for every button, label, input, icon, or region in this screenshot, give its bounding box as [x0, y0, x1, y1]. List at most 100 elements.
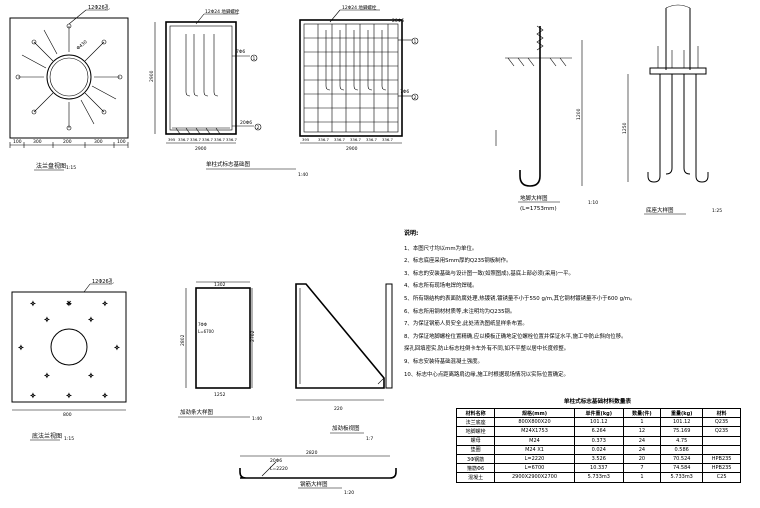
anchor-bolt-view: 1200 地脚大样图 (L=1753mm) 1:10 — [495, 25, 598, 212]
rebar-detail-scale: 1:20 — [344, 490, 354, 496]
note-9: 9、标志安装待基础混凝土强度。 — [404, 358, 483, 365]
svg-text:✧: ✧ — [30, 300, 36, 308]
table-header-cell: 重量(kg) — [660, 407, 704, 419]
note-10: 10、标志中心点距离路肩边缘,施工时根据现场情况以实际位置确定。 — [404, 371, 569, 378]
foundation-scale: 1:40 — [298, 172, 308, 178]
flange-top-rebar-note: 12Φ26孔 — [88, 4, 110, 11]
foundation-plan-total: 2900 — [346, 146, 358, 152]
table-cell: 74.584 — [660, 463, 704, 474]
table-cell: 3.526 — [573, 453, 624, 465]
notes-block: 说明: 1、本图尺寸均以mm为单位。 2、标志底座采用Smm厚的Q235钢板制作… — [404, 228, 704, 381]
table-cell: M24 — [494, 435, 575, 446]
table-cell: M24 X1 — [494, 444, 575, 455]
foundation-section-dim-3: 336.7 — [190, 137, 201, 142]
table-header-row: 材料名称 规格(mm) 单件重(kg) 数量(件) 重量(kg) 材料 — [455, 407, 741, 419]
stiffener-side-scale: 1:7 — [366, 436, 373, 442]
foundation-section-rebar-top: 12Φ24 地脚螺栓 — [205, 8, 240, 15]
svg-text:✧: ✧ — [44, 316, 50, 324]
stiffener-side-bottom: 220 — [334, 406, 343, 412]
table-cell: 地脚螺栓 — [455, 426, 496, 437]
table-cell: 10.337 — [573, 463, 624, 474]
foundation-title: 单柱式标志基础图 — [206, 160, 251, 168]
stiffener-side-title: 加劲板视图 — [332, 424, 360, 432]
note-8b: 探孔回填密实,防止标志柱倒卡车外有不同,如不平整以居中长度修整。 — [404, 346, 570, 353]
table-cell: 20 — [622, 453, 662, 465]
svg-text:✧: ✧ — [88, 316, 94, 324]
stiffener-front-label2: L=6700 — [198, 329, 214, 334]
table-cell: 75.169 — [660, 426, 704, 437]
foundation-plan-rebar-top: 12Φ24 地脚螺栓 — [342, 4, 377, 11]
foundation-section-dim-5: 336.7 — [214, 137, 225, 142]
note-1: 1、本图尺寸均以mm为单位。 — [404, 245, 478, 252]
table-cell: 800X800X20 — [494, 417, 575, 428]
table-title: 单柱式标志基础材料数量表 — [563, 399, 632, 405]
table-cell: 法兰底座 — [455, 417, 496, 428]
anchor-bolt-dim: 1200 — [576, 108, 582, 120]
stiffener-front-scale: 1:40 — [252, 416, 262, 422]
note-8: 8、为保证地脚螺栓位置精确,应以模板正确地定位螺栓位置并保证水平,施工中防止斜向… — [404, 333, 627, 340]
table-cell: 螺母 — [455, 435, 496, 446]
table-cell: HPB235 — [702, 463, 741, 474]
flange-top-scale: 1:15 — [66, 165, 76, 171]
foundation-plan-label-2: 7Φ6 — [400, 89, 409, 95]
stiffener-front-height-2: 2702 — [250, 330, 256, 342]
flange-top-dim-4: 300 — [94, 139, 103, 145]
table-cell: 24 — [622, 435, 662, 446]
table-cell: L=2220 — [494, 453, 575, 465]
svg-text:✧: ✧ — [102, 300, 108, 308]
flange-top-dim-5: 100 — [117, 139, 126, 145]
stiffener-front-view: 1302 2802 1252 7ΦΦ L=6700 2702 加劲条大样图 1:… — [178, 281, 262, 422]
foundation-section-dim-2: 336.7 — [178, 137, 189, 142]
flange-top-dim-3: 200 — [63, 139, 72, 145]
flange-top-diameter: Φ430 — [75, 39, 88, 51]
foundation-section-label-2: 20Φ6 — [240, 120, 252, 126]
stiffener-side-view: 220 加劲板视图 1:7 — [295, 283, 393, 442]
svg-text:✧: ✧ — [30, 392, 36, 400]
svg-text:✧: ✧ — [102, 392, 108, 400]
table-header-cell: 单件重(kg) — [573, 407, 624, 419]
foundation-plan-dim-4: 336.7 — [350, 137, 361, 142]
foundation-plan-dim-5: 336.7 — [366, 137, 377, 142]
foundation-section-dim-4: 336.7 — [202, 137, 213, 142]
flange-top-title: 法兰盘视图 — [36, 162, 66, 170]
svg-text:✧: ✧ — [66, 300, 72, 308]
stiffener-front-height: 2802 — [180, 334, 186, 346]
table-cell: 1 — [622, 417, 662, 428]
table-cell: 12 — [622, 426, 662, 437]
material-table: 材料名称 规格(mm) 单件重(kg) 数量(件) 重量(kg) 材料 法兰底座… — [455, 407, 741, 483]
flange-top-dim-1: 100 — [13, 139, 22, 145]
table-cell: L=6700 — [494, 463, 575, 474]
foundation-plan-dim-1: 395 — [302, 137, 310, 142]
table-cell: 7 — [622, 463, 662, 474]
table-cell: 箍筋Φ6 — [455, 463, 496, 474]
foundation-plan-mark-1: 1 — [414, 39, 417, 45]
foundation-section-total: 2900 — [195, 146, 207, 152]
table-cell: 0.024 — [573, 444, 624, 455]
svg-text:✧: ✧ — [114, 344, 120, 352]
foundation-plan-label-1: 20Φ6 — [392, 18, 404, 24]
table-cell: 0.586 — [660, 444, 704, 455]
bottom-flange-title: 底法兰视图 — [32, 432, 62, 440]
foundation-section-dim-1: 395 — [168, 137, 176, 142]
stiffener-front-label: 7ΦΦ — [198, 322, 207, 327]
table-cell: 101.12 — [660, 417, 704, 428]
table-cell: 5.733m3 — [573, 472, 624, 483]
rebar-detail-label: 20Φ6 — [270, 458, 282, 464]
table-cell: 0.373 — [573, 435, 624, 446]
table-header-cell: 规格(mm) — [494, 407, 575, 419]
rebar-detail-view: 2820 20Φ6 L=2220 钢筋大样图 1:20 — [239, 450, 397, 496]
foundation-section-view: 12Φ24 地脚螺栓 1 7Φ6 2 20Φ6 2900 395 336.7 3… — [149, 8, 308, 178]
foundation-plan-dim-6: 336.7 — [382, 137, 393, 142]
stiffener-front-title: 加劲条大样图 — [180, 408, 214, 416]
svg-text:✧: ✧ — [18, 344, 24, 352]
rebar-detail-label2: L=2220 — [270, 466, 288, 472]
note-4: 4、标志所有现场电焊的焊缝。 — [404, 283, 478, 290]
base-detail-dim: 1250 — [622, 122, 628, 134]
foundation-section-height: 2900 — [149, 70, 155, 82]
table-cell: 1 — [622, 472, 662, 483]
note-7: 7、为保证钢筋人员安全,此处清洗图纸显样条布置。 — [404, 321, 528, 328]
